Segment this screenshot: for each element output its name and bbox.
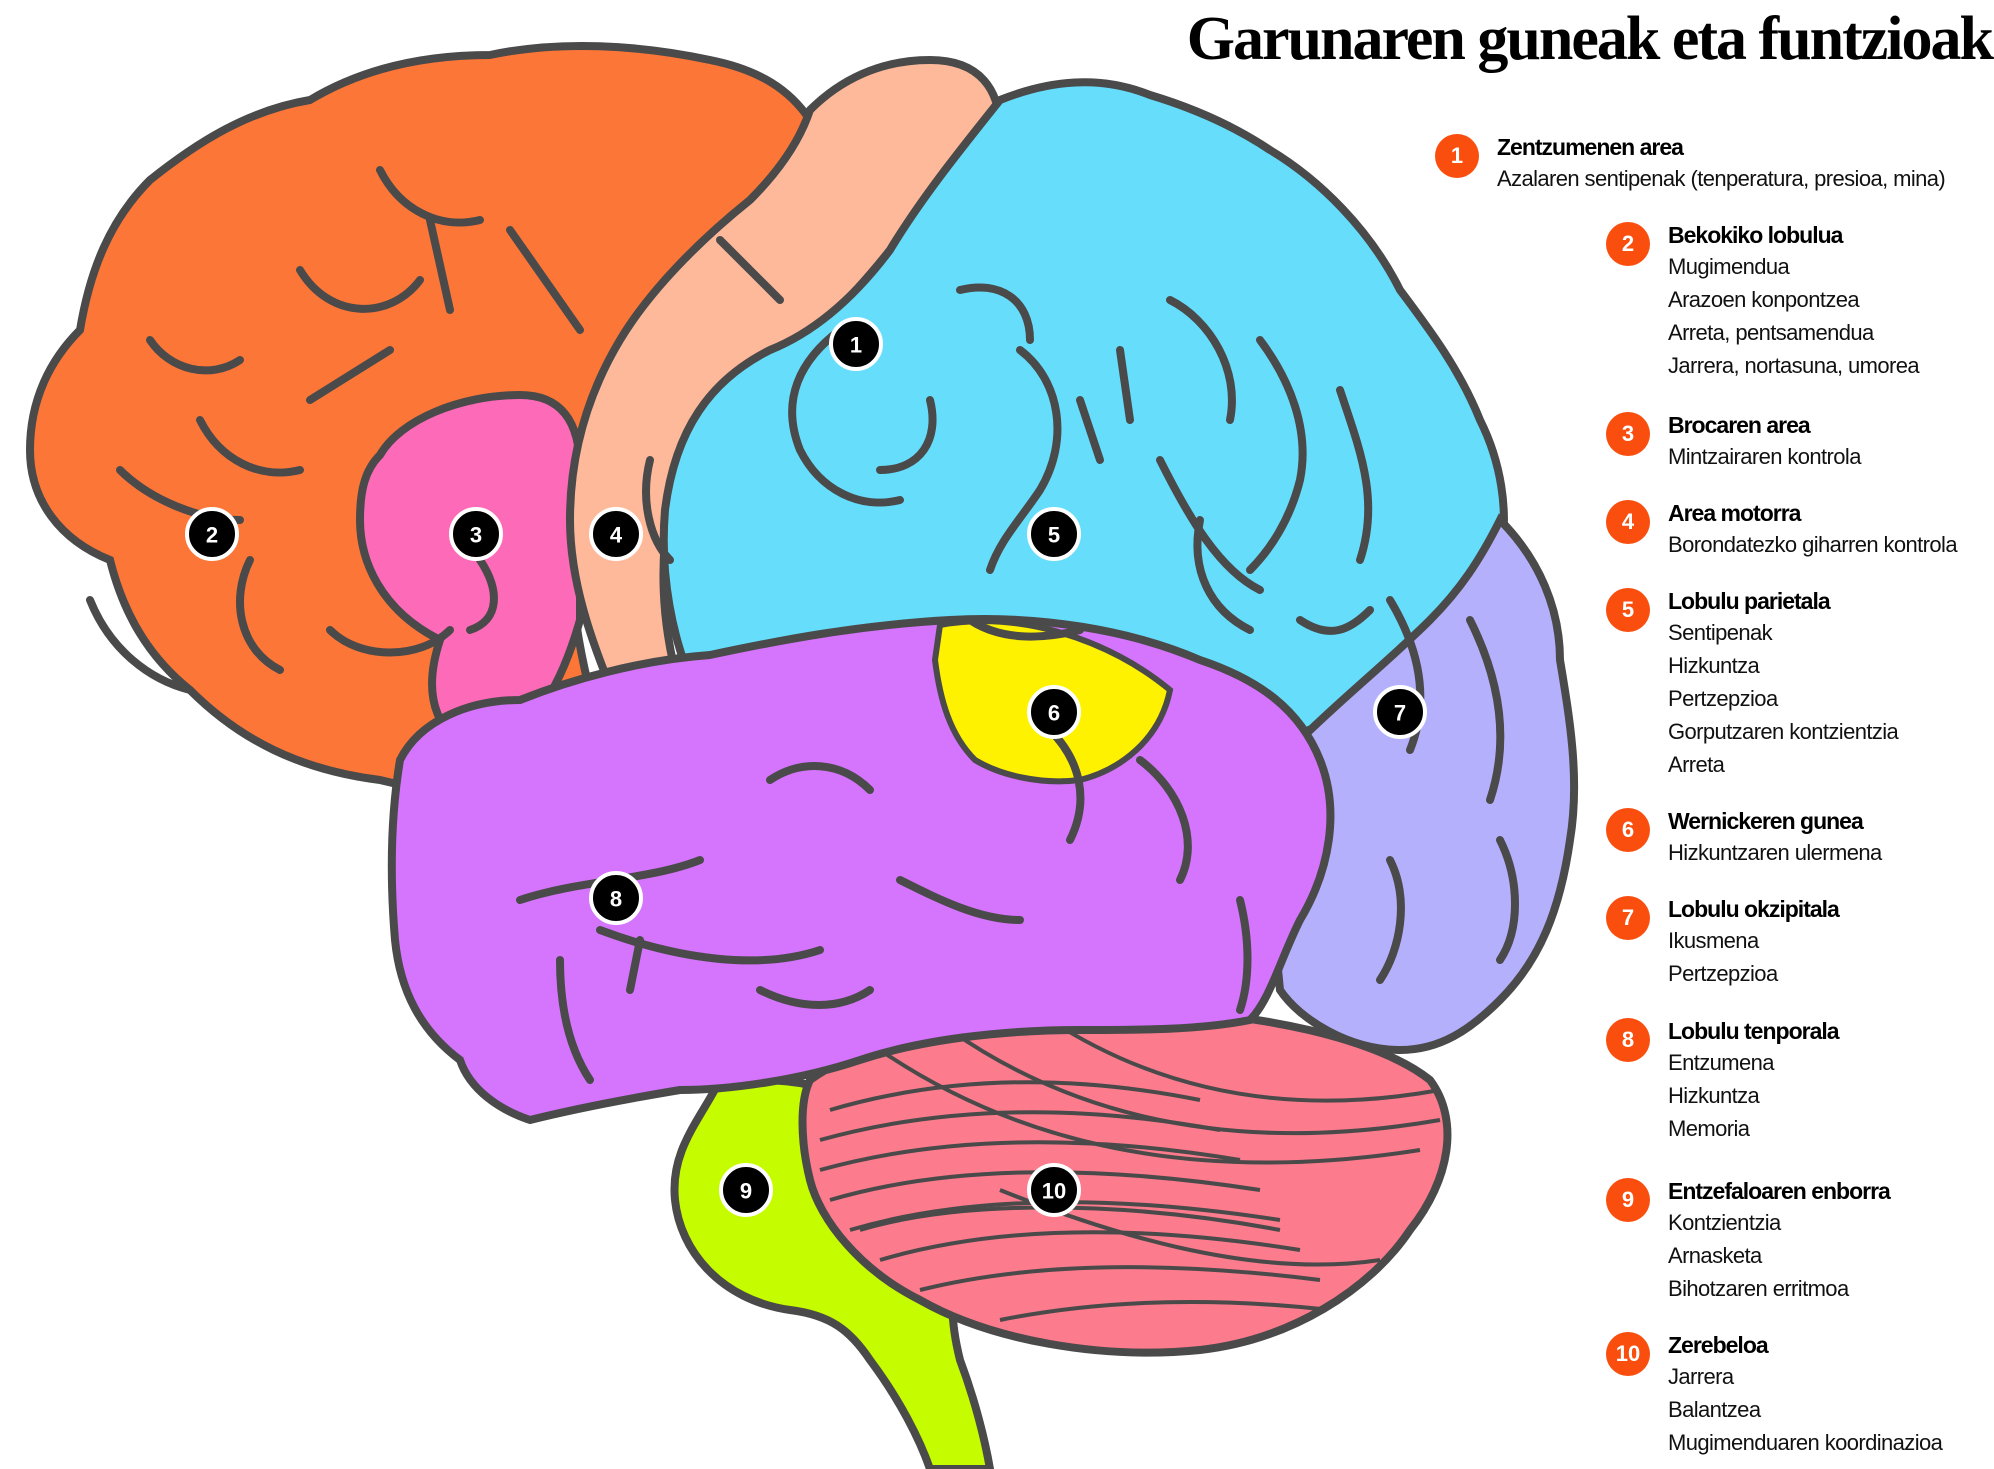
diagram-title: Garunaren guneak eta funtzioak [1186, 5, 1994, 73]
legend-function: Arnasketa [1668, 1243, 1762, 1268]
legend-function: Arreta, pentsamendua [1668, 320, 1874, 345]
legend-title: Wernickeren gunea [1668, 808, 1864, 834]
marker-8: 8 [589, 871, 643, 925]
legend-function: Jarrera, nortasuna, umorea [1668, 353, 1920, 378]
legend-number-badge: 4 [1606, 500, 1650, 544]
legend-function: Hizkuntza [1668, 653, 1760, 678]
legend-function: Memoria [1668, 1116, 1750, 1141]
legend-title: Zerebeloa [1668, 1332, 1769, 1358]
legend-function: Arreta [1668, 752, 1725, 777]
legend-number-badge: 5 [1606, 588, 1650, 632]
svg-text:7: 7 [1394, 701, 1406, 726]
svg-text:1: 1 [850, 333, 862, 358]
legend-function: Balantzea [1668, 1397, 1761, 1422]
legend-function: Ikusmena [1668, 928, 1759, 953]
marker-10: 10 [1027, 1163, 1081, 1217]
legend-function: Mintzairaren kontrola [1668, 444, 1861, 469]
marker-1: 1 [829, 317, 883, 371]
legend-title: Entzefaloaren enborra [1668, 1178, 1891, 1204]
legend-function: Hizkuntza [1668, 1083, 1760, 1108]
svg-text:6: 6 [1048, 701, 1060, 726]
legend-function: Bihotzaren erritmoa [1668, 1276, 1849, 1301]
legend-function: Azalaren sentipenak (tenperatura, presio… [1497, 166, 1946, 191]
legend-function: Mugimendua [1668, 254, 1790, 279]
legend-title: Lobulu tenporala [1668, 1018, 1840, 1044]
marker-9: 9 [719, 1163, 773, 1217]
legend-function: Entzumena [1668, 1050, 1774, 1075]
legend-title: Zentzumenen area [1497, 134, 1684, 160]
region-occipital-lobe [1272, 513, 1579, 1055]
cerebellum-folia [819, 1018, 1441, 1322]
legend-function: Pertzepzioa [1668, 961, 1778, 986]
legend-title: Area motorra [1668, 500, 1801, 526]
svg-text:5: 5 [1048, 523, 1060, 548]
legend-number-badge: 10 [1606, 1332, 1650, 1376]
marker-2: 2 [185, 507, 239, 561]
svg-text:2: 2 [206, 523, 218, 548]
legend-number-badge: 6 [1606, 808, 1650, 852]
svg-text:8: 8 [610, 887, 622, 912]
legend-title: Bekokiko lobulua [1668, 222, 1843, 248]
svg-text:3: 3 [470, 523, 482, 548]
legend-title: Lobulu okzipitala [1668, 896, 1840, 922]
legend-number-badge: 9 [1606, 1178, 1650, 1222]
legend-function: Borondatezko giharren kontrola [1668, 532, 1958, 557]
legend-function: Arazoen konpontzea [1668, 287, 1860, 312]
marker-7: 7 [1373, 685, 1427, 739]
legend-number-badge: 2 [1606, 222, 1650, 266]
legend-number-badge: 8 [1606, 1018, 1650, 1062]
legend-function: Gorputzaren kontzientzia [1668, 719, 1899, 744]
marker-4: 4 [589, 507, 643, 561]
svg-text:9: 9 [740, 1179, 752, 1204]
marker-6: 6 [1027, 685, 1081, 739]
legend-number-badge: 1 [1435, 134, 1479, 178]
legend-number-badge: 7 [1606, 896, 1650, 940]
gyri-lines [86, 166, 1519, 1084]
legend-function: Jarrera [1668, 1364, 1734, 1389]
legend-function: Sentipenak [1668, 620, 1773, 645]
legend-function: Hizkuntzaren ulermena [1668, 840, 1882, 865]
marker-5: 5 [1027, 507, 1081, 561]
marker-3: 3 [449, 507, 503, 561]
legend-function: Mugimenduaren koordinazioa [1668, 1430, 1943, 1455]
svg-text:4: 4 [610, 523, 623, 548]
legend-number-badge: 3 [1606, 412, 1650, 456]
legend-function: Kontzientzia [1668, 1210, 1781, 1235]
legend-title: Brocaren area [1668, 412, 1811, 438]
legend-function: Pertzepzioa [1668, 686, 1778, 711]
legend-title: Lobulu parietala [1668, 588, 1831, 614]
svg-text:10: 10 [1042, 1179, 1066, 1204]
